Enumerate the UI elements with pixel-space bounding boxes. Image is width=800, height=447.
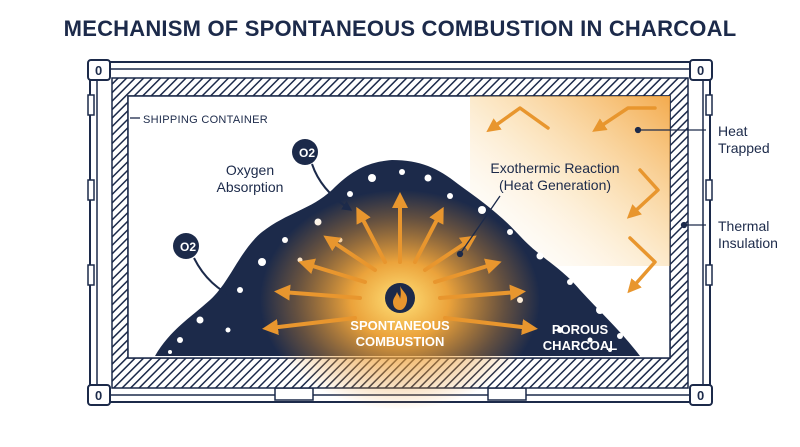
oxygen-label-bottom: O2 — [180, 240, 196, 254]
spontaneous-combustion-label: SPONTANEOUS COMBUSTION — [350, 318, 450, 349]
oxygen-absorption-label: Oxygen Absorption — [216, 162, 284, 195]
heat-trapped-label: Heat Trapped — [718, 123, 770, 156]
corner-marker-top-left: 0 — [95, 63, 102, 78]
corner-castings — [87, 59, 713, 406]
oxygen-molecule-icon — [292, 139, 353, 211]
page-title: MECHANISM OF SPONTANEOUS COMBUSTION IN C… — [63, 16, 737, 41]
corner-marker-top-right: 0 — [697, 63, 704, 78]
corner-marker-bottom-left: 0 — [95, 388, 102, 403]
oxygen-label-top: O2 — [299, 146, 315, 160]
porous-charcoal-label: POROUS CHARCOAL — [542, 322, 618, 353]
fire-icon — [385, 283, 415, 313]
container-label: SHIPPING CONTAINER — [143, 114, 268, 126]
exothermic-reaction-label: Exothermic Reaction (Heat Generation) — [490, 160, 620, 193]
heat-arrows — [262, 192, 538, 336]
trapped-heat-arrows — [486, 106, 660, 294]
oxygen-molecule-icon — [173, 233, 243, 303]
thermal-insulation-label: Thermal Insulation — [718, 218, 778, 251]
leader-lines — [130, 117, 706, 258]
corner-marker-bottom-right: 0 — [697, 388, 704, 403]
